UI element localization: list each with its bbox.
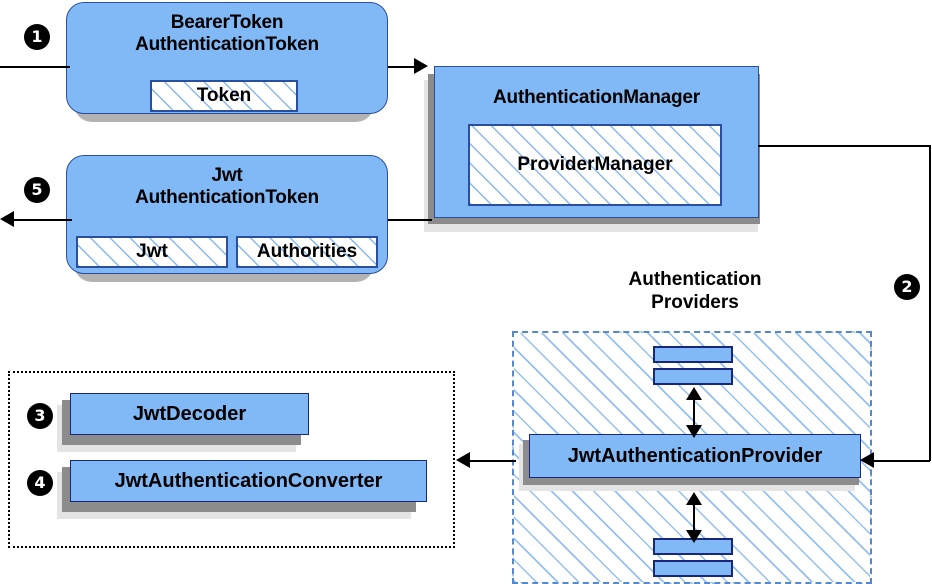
arrow-provider-down-top — [686, 425, 702, 438]
authentication-manager-title: AuthenticationManager — [493, 87, 700, 108]
arrow-provider-up-bottom — [686, 492, 702, 505]
arrow-provider-up — [686, 387, 702, 400]
provider-bar-bottom-2 — [653, 560, 733, 577]
jwt-token-title: Jwt AuthenticationToken — [135, 165, 319, 208]
connector-manager-right — [758, 145, 930, 147]
jwt-token-field-authorities[interactable]: Authorities — [236, 236, 378, 268]
arrow-provider-to-support — [456, 452, 470, 468]
jwt-converter-card[interactable]: JwtAuthenticationConverter — [70, 460, 427, 502]
jwt-converter-label: JwtAuthenticationConverter — [114, 469, 383, 492]
bearer-token-field-token[interactable]: Token — [150, 80, 298, 112]
connector-request-in — [0, 66, 70, 68]
step-bullet-2-label: 2 — [901, 277, 913, 296]
connector-manager-to-jwttoken — [388, 219, 432, 221]
providers-region-label: Authentication Providers — [628, 269, 762, 313]
connector-provider-to-support — [470, 460, 516, 462]
step-bullet-1: 1 — [24, 24, 50, 50]
jwt-provider-card[interactable]: JwtAuthenticationProvider — [529, 434, 861, 478]
jwt-token-field-authorities-label: Authorities — [256, 241, 358, 262]
arrow-bearer-to-manager — [414, 58, 428, 74]
providermanager-label: ProviderManager — [517, 154, 673, 175]
jwt-decoder-card[interactable]: JwtDecoder — [70, 393, 309, 435]
step-bullet-4: 4 — [27, 470, 53, 496]
connector-provider-up — [693, 392, 695, 428]
bearer-token-field-label: Token — [196, 85, 252, 106]
step-bullet-2: 2 — [894, 274, 920, 300]
connector-provider-down — [693, 497, 695, 533]
step-bullet-3: 3 — [27, 403, 53, 429]
jwt-token-field-jwt-label: Jwt — [136, 241, 168, 262]
jwt-decoder-label: JwtDecoder — [132, 402, 247, 425]
step-bullet-4-label: 4 — [34, 473, 46, 492]
connector-manager-down — [929, 145, 931, 461]
step-bullet-5: 5 — [24, 177, 50, 203]
arrow-response-out — [0, 211, 14, 227]
arrow-provider-down-bottom — [686, 530, 702, 543]
step-bullet-1-label: 1 — [31, 27, 43, 46]
authentication-manager-field-providermanager[interactable]: ProviderManager — [468, 124, 722, 206]
step-bullet-5-label: 5 — [31, 180, 43, 199]
provider-bar-top-1 — [653, 346, 733, 363]
connector-bearer-to-manager — [388, 66, 420, 68]
jwt-provider-label: JwtAuthenticationProvider — [567, 444, 823, 467]
provider-bar-top-2 — [653, 368, 733, 385]
bearer-token-title: BearerToken AuthenticationToken — [135, 12, 319, 55]
connector-into-provider — [872, 460, 930, 462]
step-bullet-3-label: 3 — [34, 406, 46, 425]
support-region — [8, 371, 455, 548]
arrow-into-provider — [860, 452, 874, 468]
jwt-token-field-jwt[interactable]: Jwt — [76, 236, 228, 268]
connector-response-out — [14, 219, 72, 221]
